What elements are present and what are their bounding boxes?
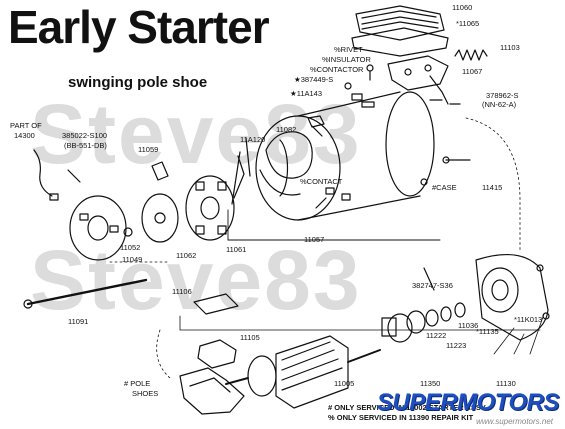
callout-11415: 11415: [482, 183, 503, 192]
callout-11082: 11082: [276, 125, 297, 134]
callout-contactor: %CONTACTOR: [310, 65, 364, 74]
through-bolt-11091: [26, 278, 148, 306]
footnote-repair-kit: % ONLY SERVICED IN 11390 REPAIR KIT: [328, 413, 474, 422]
callout-11060: 11060: [452, 3, 473, 12]
callout-378962-code: (NN-62-A): [482, 100, 517, 109]
supermotors-logo: SUPERMOTORS: [376, 389, 560, 416]
callout-11036: 11036: [458, 321, 479, 330]
callout-case: #CASE: [432, 183, 457, 192]
callout-11049: 11049: [122, 255, 143, 264]
field-coil: [265, 131, 313, 179]
callout-11130: 11130: [496, 379, 516, 388]
drive-11350: [381, 310, 426, 343]
callout-rivet: %RIVET: [334, 45, 363, 54]
callout-378962: 378962-S: [486, 91, 519, 100]
solenoid-cover: [355, 5, 445, 41]
plate-11062: [141, 193, 179, 243]
callout-385022: 385022-S100: [62, 131, 108, 140]
watermark-top: Steve83: [30, 87, 362, 181]
callout-11350: 11350: [420, 379, 441, 388]
callout-11k013: *11K013: [514, 315, 543, 324]
drive-housing-11130: [475, 254, 550, 341]
callout-part-of: PART OF: [10, 121, 42, 130]
pole-shoe-11105: [197, 339, 237, 369]
supermotors-url: www.supermotors.net: [476, 417, 553, 426]
callout-11005: 11005: [334, 379, 355, 388]
callout-11065: *11065: [456, 19, 480, 28]
callout-382747: 382747-S36: [412, 281, 453, 290]
callout-insulator: %INSULATOR: [322, 55, 371, 64]
armature-11005: [225, 335, 381, 409]
callout-11a143: ★11A143: [290, 89, 323, 98]
callout-11223: 11223: [446, 341, 467, 350]
callout-11103: 11103: [500, 43, 520, 52]
callout-11222: 11222: [426, 331, 447, 340]
callout-11a120: 11A120: [240, 135, 266, 144]
pole-shoe-11106: [193, 293, 239, 315]
callout-11106: 11106: [172, 287, 192, 296]
callout-14300: 14300: [14, 131, 35, 140]
callout-pole-shoes: # POLE: [124, 379, 151, 388]
pole-shoes: [179, 367, 245, 415]
wire-14300: [33, 149, 53, 197]
page-subtitle: swinging pole shoe: [68, 74, 208, 91]
watermark-bottom: Steve83: [30, 233, 362, 327]
callout-11057: 11057: [304, 235, 325, 244]
page-title: Early Starter: [8, 1, 270, 53]
callout-11059: 11059: [138, 145, 159, 154]
callout-11052: 11052: [120, 243, 141, 252]
callout-385022-code: (BB-551-DB): [64, 141, 107, 150]
cover-gasket: [351, 27, 449, 57]
callout-387449: ★387449-S: [294, 75, 334, 84]
frame-front: [255, 115, 341, 221]
callout-pole-shoes-2: SHOES: [132, 389, 159, 398]
callout-11062: 11062: [176, 251, 197, 260]
contact-plate: [387, 55, 449, 91]
callout-11135: *11135: [476, 327, 499, 336]
frame-body: [297, 91, 421, 221]
callout-11105: 11105: [240, 333, 260, 342]
callout-11067: 11067: [462, 67, 483, 76]
footnote-starter-assy: # ONLY SERVICED IN 11002 STARTER ASSY: [328, 403, 486, 412]
callout-11061: 11061: [226, 245, 247, 254]
callout-11091: 11091: [68, 317, 89, 326]
brush-holder-11061: [185, 175, 235, 241]
lever-11067: [429, 75, 449, 105]
callout-contact: %CONTACT: [300, 177, 343, 186]
spring-11103: [454, 49, 488, 61]
